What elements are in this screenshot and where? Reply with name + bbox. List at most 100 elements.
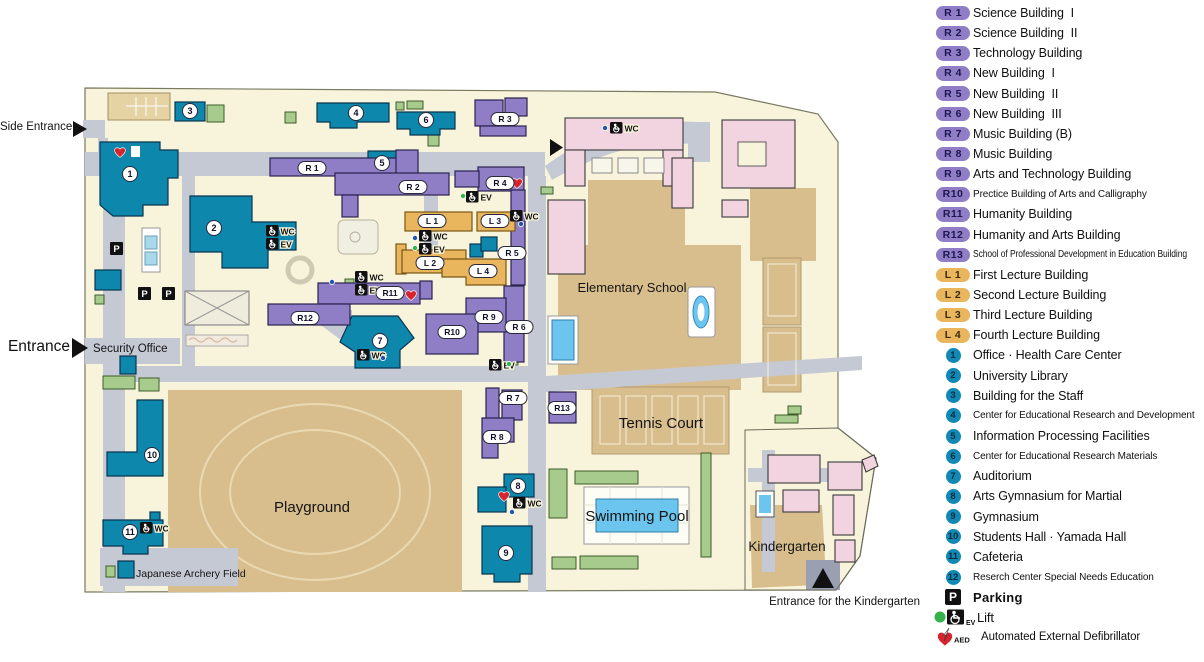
map-circle-n4: 4 <box>348 105 364 121</box>
legend-parking-badge-slot: P <box>933 589 973 606</box>
legend-item-r4-label: New Building I <box>973 66 1055 81</box>
parking-sign-text: P <box>141 289 148 300</box>
green-building <box>579 555 639 570</box>
legend-item-r8-badge: R 8 <box>936 146 970 162</box>
wc-badge: WC <box>513 497 543 510</box>
map-circle-n4-text: 4 <box>353 108 358 118</box>
building-code-pills: R 1R 2R 3R 4R 5R 6R 7R 8R 9R10R11R12R13L… <box>290 112 577 444</box>
legend-item-r3-badge-slot: R 3 <box>933 46 973 61</box>
map-pill-r9-text: R 9 <box>482 312 496 322</box>
legend-item-r12-badge-slot: R12 <box>933 227 973 242</box>
map-circle-n6-text: 6 <box>423 115 428 125</box>
ground-elementary-upper <box>588 180 685 245</box>
swimming-pool-water <box>595 498 679 533</box>
ev-badge-text: EV <box>434 245 446 255</box>
map-pill-r8-text: R 8 <box>490 432 504 442</box>
aed-icon: AED <box>937 628 970 647</box>
map-pill-l2: L 2 <box>415 256 445 270</box>
legend-item-n4-label: Center for Educational Research and Deve… <box>973 410 1195 422</box>
lift-dots <box>328 125 609 515</box>
legend-item-n8-label: Arts Gymnasium for Martial <box>973 489 1122 504</box>
legend-item-lift: EV Lift <box>933 607 1204 627</box>
lift-icon: EV <box>934 609 976 627</box>
building-2 <box>189 195 297 269</box>
legend-item-n9-badge-slot: 9 <box>933 509 973 525</box>
green-building <box>105 565 116 578</box>
map-pill-l2-text: L 2 <box>424 258 436 268</box>
plaza-ring <box>285 255 315 285</box>
map-pill-r2: R 2 <box>398 180 428 194</box>
kindergarten-building <box>767 454 821 484</box>
map-circle-n8: 8 <box>510 478 526 494</box>
legend-item-r6-label: New Building III <box>973 106 1062 121</box>
court <box>651 395 673 445</box>
lift-green-dot-icon <box>411 244 418 251</box>
small-teal-2 <box>480 236 498 252</box>
legend-item-n4-badge: 4 <box>945 408 961 424</box>
side-entrance-arrow-icon <box>73 121 87 137</box>
elementary-entrance-arrow-icon <box>550 139 563 156</box>
green-building <box>102 375 136 390</box>
ev-badge-text: EV <box>281 240 293 250</box>
map-pill-r3-text: R 3 <box>498 114 512 124</box>
legend-item-r9-label: Arts and Technology Building <box>973 167 1132 182</box>
legend-item-r1-badge: R 1 <box>936 5 970 21</box>
map-circle-n9: 9 <box>498 545 514 561</box>
map-pill-r7-text: R 7 <box>506 393 520 403</box>
court <box>599 395 621 445</box>
legend-item-n1-label: Office · Health Care Center <box>973 348 1122 363</box>
wc-badge: WC <box>510 210 540 223</box>
ev-badge: EV <box>419 243 446 256</box>
map-pill-r8: R 8 <box>482 430 512 444</box>
kindergarten-entrance-arrow-icon <box>812 568 834 588</box>
legend-item-r1-label: Science Building I <box>973 6 1074 21</box>
elementary-building-top <box>564 117 684 151</box>
ev-badge-text: EV <box>481 193 493 203</box>
map-pill-r13-text: R13 <box>554 403 570 413</box>
map-pill-l3-text: L 3 <box>489 216 501 226</box>
court <box>703 395 725 445</box>
legend-item-n10-label: Students Hall · Yamada Hall <box>973 529 1127 544</box>
legend-aed-badge-slot: AED <box>933 627 981 647</box>
map-pill-r11: R11 <box>375 286 405 300</box>
legend-item-parking: P Parking <box>933 587 1204 607</box>
archery-field-label: Japanese Archery Field <box>136 568 246 580</box>
ground-tennis-right-2 <box>762 326 802 393</box>
building-1-door <box>131 146 140 157</box>
map-circle-n6: 6 <box>418 112 434 128</box>
elementary-courtyard-sq <box>591 157 613 174</box>
road-middle <box>125 366 528 382</box>
legend-item-l2-badge: L 2 <box>936 287 970 303</box>
legend-item-l4-badge: L 4 <box>936 328 970 343</box>
kindergarten-pool <box>759 495 771 513</box>
legend-item-r4-badge-slot: R 4 <box>933 66 973 81</box>
legend-item-n11-badge: 11 <box>945 549 961 565</box>
parking-sign: P <box>162 287 175 300</box>
accessibility-badges: WCEVWCEVWCWCEVEVEVWCWCWCWC <box>140 122 640 535</box>
legend-item-n3-badge: 3 <box>945 388 961 404</box>
elementary-school-label: Elementary School <box>577 280 686 295</box>
legend-parking-label: Parking <box>973 589 1023 605</box>
pool-oval-inner <box>697 303 705 321</box>
building-r5 <box>510 189 526 286</box>
legend-item-l1-badge-slot: L 1 <box>933 267 973 283</box>
road-elementary-stub <box>688 122 710 162</box>
map-pill-l3: L 3 <box>480 214 510 228</box>
map-pill-r1-text: R 1 <box>305 163 319 173</box>
green-building <box>284 111 297 124</box>
legend-item-n8-badge-slot: 8 <box>933 488 973 504</box>
map-circle-n10: 10 <box>144 447 160 463</box>
map-pill-r10-text: R10 <box>444 327 460 337</box>
map-circle-n5-text: 5 <box>379 158 384 168</box>
legend-item-l1-label: First Lecture Building <box>973 267 1089 282</box>
ev-badge: EV <box>466 191 493 204</box>
road-side-entrance-stub <box>83 120 105 138</box>
legend-item-r1-badge-slot: R 1 <box>933 5 973 21</box>
